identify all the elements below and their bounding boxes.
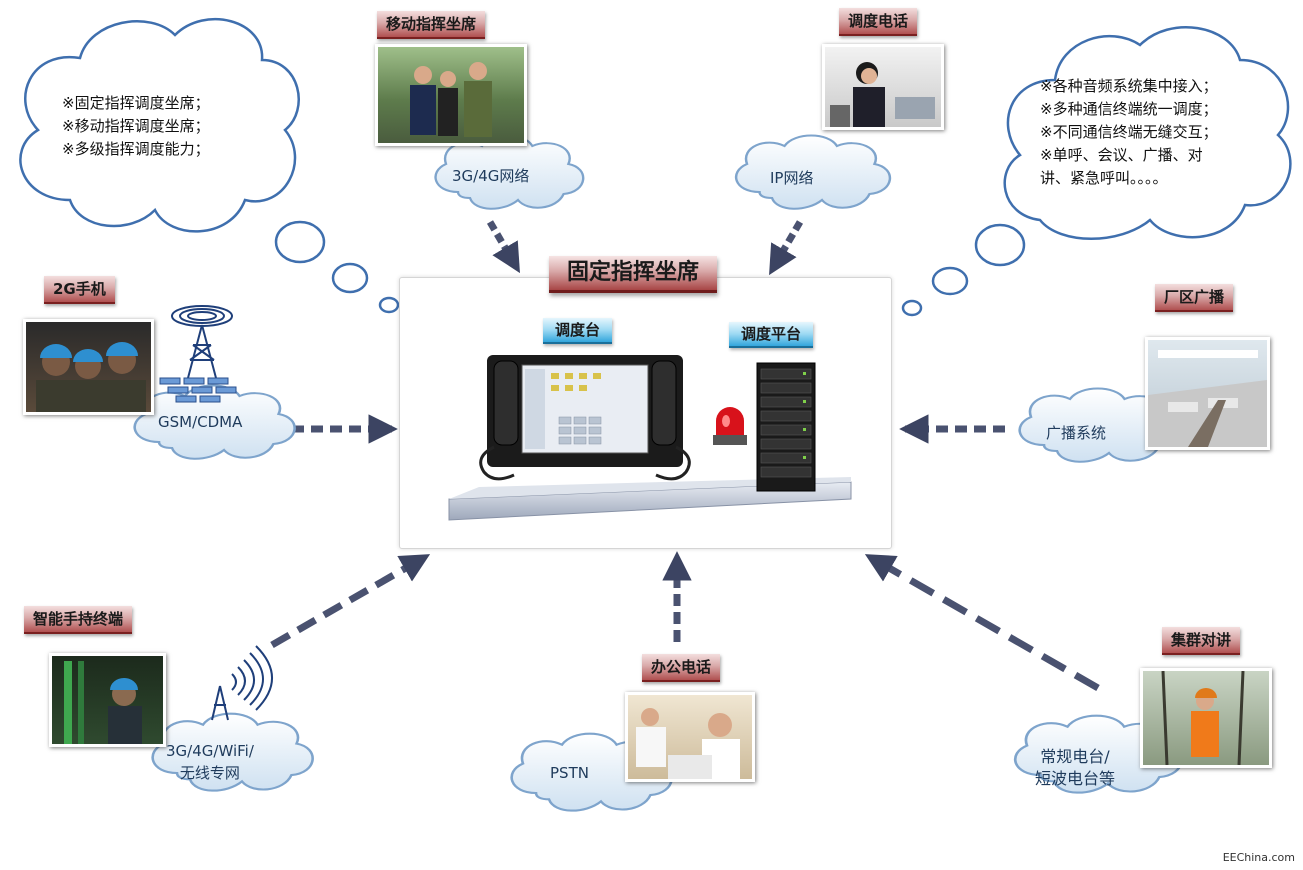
footer-watermark: EEChina.com: [1222, 851, 1295, 864]
thought-left-line: ※多级指挥调度能力；: [62, 140, 210, 158]
photo-mobile-seat: [375, 44, 527, 146]
cell-tower-icon: [171, 305, 233, 379]
network-wireless-line2: 无线专网: [179, 764, 240, 782]
server-rack-icon: [756, 362, 816, 492]
network-broadcast: 广播系统: [1046, 424, 1107, 442]
network-3g4g: 3G/4G网络: [452, 167, 530, 185]
photo-dispatch-phone: [822, 44, 944, 130]
arrow-ip: [768, 220, 804, 276]
label-office-phone: 办公电话: [642, 654, 721, 682]
thought-bubble-left: [19, 17, 400, 314]
label-broadcast: 厂区广播: [1155, 284, 1234, 312]
console-label: 调度台: [543, 318, 613, 344]
center-title: 固定指挥坐席: [549, 256, 718, 293]
network-wireless: 3G/4G/WiFi/ 无线专网: [166, 740, 254, 784]
thought-right-line: ※各种音频系统集中接入；: [1040, 77, 1218, 95]
network-gsm: GSM/CDMA: [158, 413, 243, 431]
label-dispatch-phone: 调度电话: [839, 8, 918, 36]
network-radio-line1: 常规电台/: [1040, 747, 1110, 766]
photo-trunking: [1140, 668, 1272, 768]
dispatch-console-icon: [479, 355, 691, 481]
label-2g: 2G手机: [44, 276, 115, 304]
thought-right-line: ※单呼、会议、广播、对: [1040, 146, 1203, 164]
network-ip: IP网络: [770, 169, 814, 187]
network-radio: 常规电台/ 短波电台等: [1035, 746, 1115, 790]
arrow-trunking: [864, 553, 1100, 692]
photo-2g-miners: [23, 319, 154, 415]
thought-left-line: ※移动指挥调度坐席；: [62, 117, 210, 135]
alarm-light-icon: [713, 407, 747, 445]
network-pstn: PSTN: [550, 764, 589, 782]
arrow-mobile-seat: [486, 220, 521, 274]
platform-label: 调度平台: [729, 322, 814, 348]
thought-right-line: ※不同通信终端无缝交互；: [1040, 123, 1218, 141]
arrows: [270, 220, 1100, 692]
photo-office-phone: [625, 692, 755, 782]
photo-handheld: [49, 653, 166, 747]
photo-factory-broadcast: [1145, 337, 1270, 450]
thought-right-line: 讲、紧急呼叫。。。。: [1040, 169, 1168, 187]
thought-bubble-right: [901, 25, 1292, 317]
arrow-handheld: [270, 553, 431, 649]
center-devices: [448, 355, 852, 521]
label-mobile-seat: 移动指挥坐席: [377, 11, 486, 39]
base-station-grid-icon: [159, 377, 237, 403]
thought-left-line: ※固定指挥调度坐席；: [62, 94, 210, 112]
network-wireless-line1: 3G/4G/WiFi/: [166, 742, 254, 760]
wireless-tower-icon: [211, 645, 273, 721]
platform-slab: [448, 481, 852, 521]
label-handheld: 智能手持终端: [24, 606, 133, 634]
label-trunking: 集群对讲: [1162, 627, 1241, 655]
network-radio-line2: 短波电台等: [1035, 769, 1116, 788]
thought-right-text: ※各种音频系统集中接入； ※多种通信终端统一调度； ※不同通信终端无缝交互； ※…: [1040, 75, 1218, 190]
thought-left-text: ※固定指挥调度坐席； ※移动指挥调度坐席； ※多级指挥调度能力；: [62, 92, 210, 161]
thought-right-line: ※多种通信终端统一调度；: [1040, 100, 1218, 118]
